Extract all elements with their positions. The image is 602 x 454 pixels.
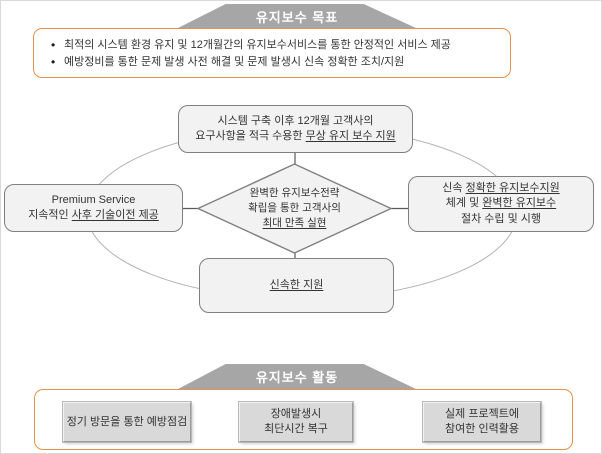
node-premium-service: Premium Service 지속적인 사후 기술이전 제공: [4, 184, 183, 232]
activities-box: [34, 389, 573, 450]
center-diamond-text: 완벽한 유지보수전략 확립을 통한 고객사의 최대 만족 실현: [214, 186, 375, 231]
center-diamond: [196, 163, 393, 254]
diamond-line-3: 최대 만족 실현: [262, 217, 327, 229]
node-right-line-2: 체계 및 완벽한 유지보수: [445, 197, 557, 210]
node-top-line-2: 요구사항을 적극 수용한 무상 유지 보수 지원: [195, 130, 396, 142]
node-rapid-support: 신속한 지원: [199, 258, 394, 313]
goals-banner-label: 유지보수 목표: [255, 9, 339, 25]
node-free-maintenance: 시스템 구축 이후 12개월 고객사의 요구사항을 적극 수용한 무상 유지 보…: [178, 105, 413, 153]
goals-bullet-2: 예방정비를 통한 문제 발생 사전 해결 및 문제 발생시 신속 정확한 조치/…: [51, 54, 500, 71]
activity-3-line-1: 실제 프로젝트에: [445, 408, 519, 420]
node-top-line-1: 시스템 구축 이후 12개월 고객사의: [217, 114, 374, 127]
activity-3-line-2: 참여한 인력활용: [445, 423, 519, 435]
activity-1-line-1: 정기 방문을 통한 예방점검: [66, 415, 188, 428]
activity-item-fast-recovery: 장애발생시 최단시간 복구: [238, 401, 354, 443]
node-support-system: 신속 정확한 유지보수지원 체계 및 완벽한 유지보수 절차 수립 및 시행: [408, 176, 594, 232]
diamond-line-2: 확립을 통한 고객사의: [248, 202, 341, 214]
activity-2-line-1: 장애발생시: [270, 408, 322, 420]
activities-banner-label: 유지보수 활동: [255, 370, 339, 385]
goals-bullet-list: 최적의 시스템 환경 유지 및 12개월간의 유지보수서비스를 통한 안정적인 …: [34, 37, 510, 71]
diamond-line-1: 완벽한 유지보수전략: [249, 187, 340, 199]
node-bottom-line-1: 신속한 지원: [269, 278, 324, 291]
node-right-line-1: 신속 정확한 유지보수지원: [442, 181, 560, 194]
node-left-line-1: Premium Service: [51, 193, 136, 206]
goals-bullet-1: 최적의 시스템 환경 유지 및 12개월간의 유지보수서비스를 통한 안정적인 …: [51, 37, 500, 54]
activity-item-project-staff: 실제 프로젝트에 참여한 인력활용: [422, 401, 542, 443]
node-right-line-3: 절차 수립 및 시행: [460, 212, 541, 225]
node-left-line-2: 지속적인 사후 기술이전 제공: [28, 209, 159, 221]
activity-2-line-2: 최단시간 복구: [264, 423, 328, 435]
goals-box: 최적의 시스템 환경 유지 및 12개월간의 유지보수서비스를 통한 안정적인 …: [33, 28, 511, 78]
activity-item-preventive-check: 정기 방문을 통한 예방점검: [62, 401, 192, 443]
